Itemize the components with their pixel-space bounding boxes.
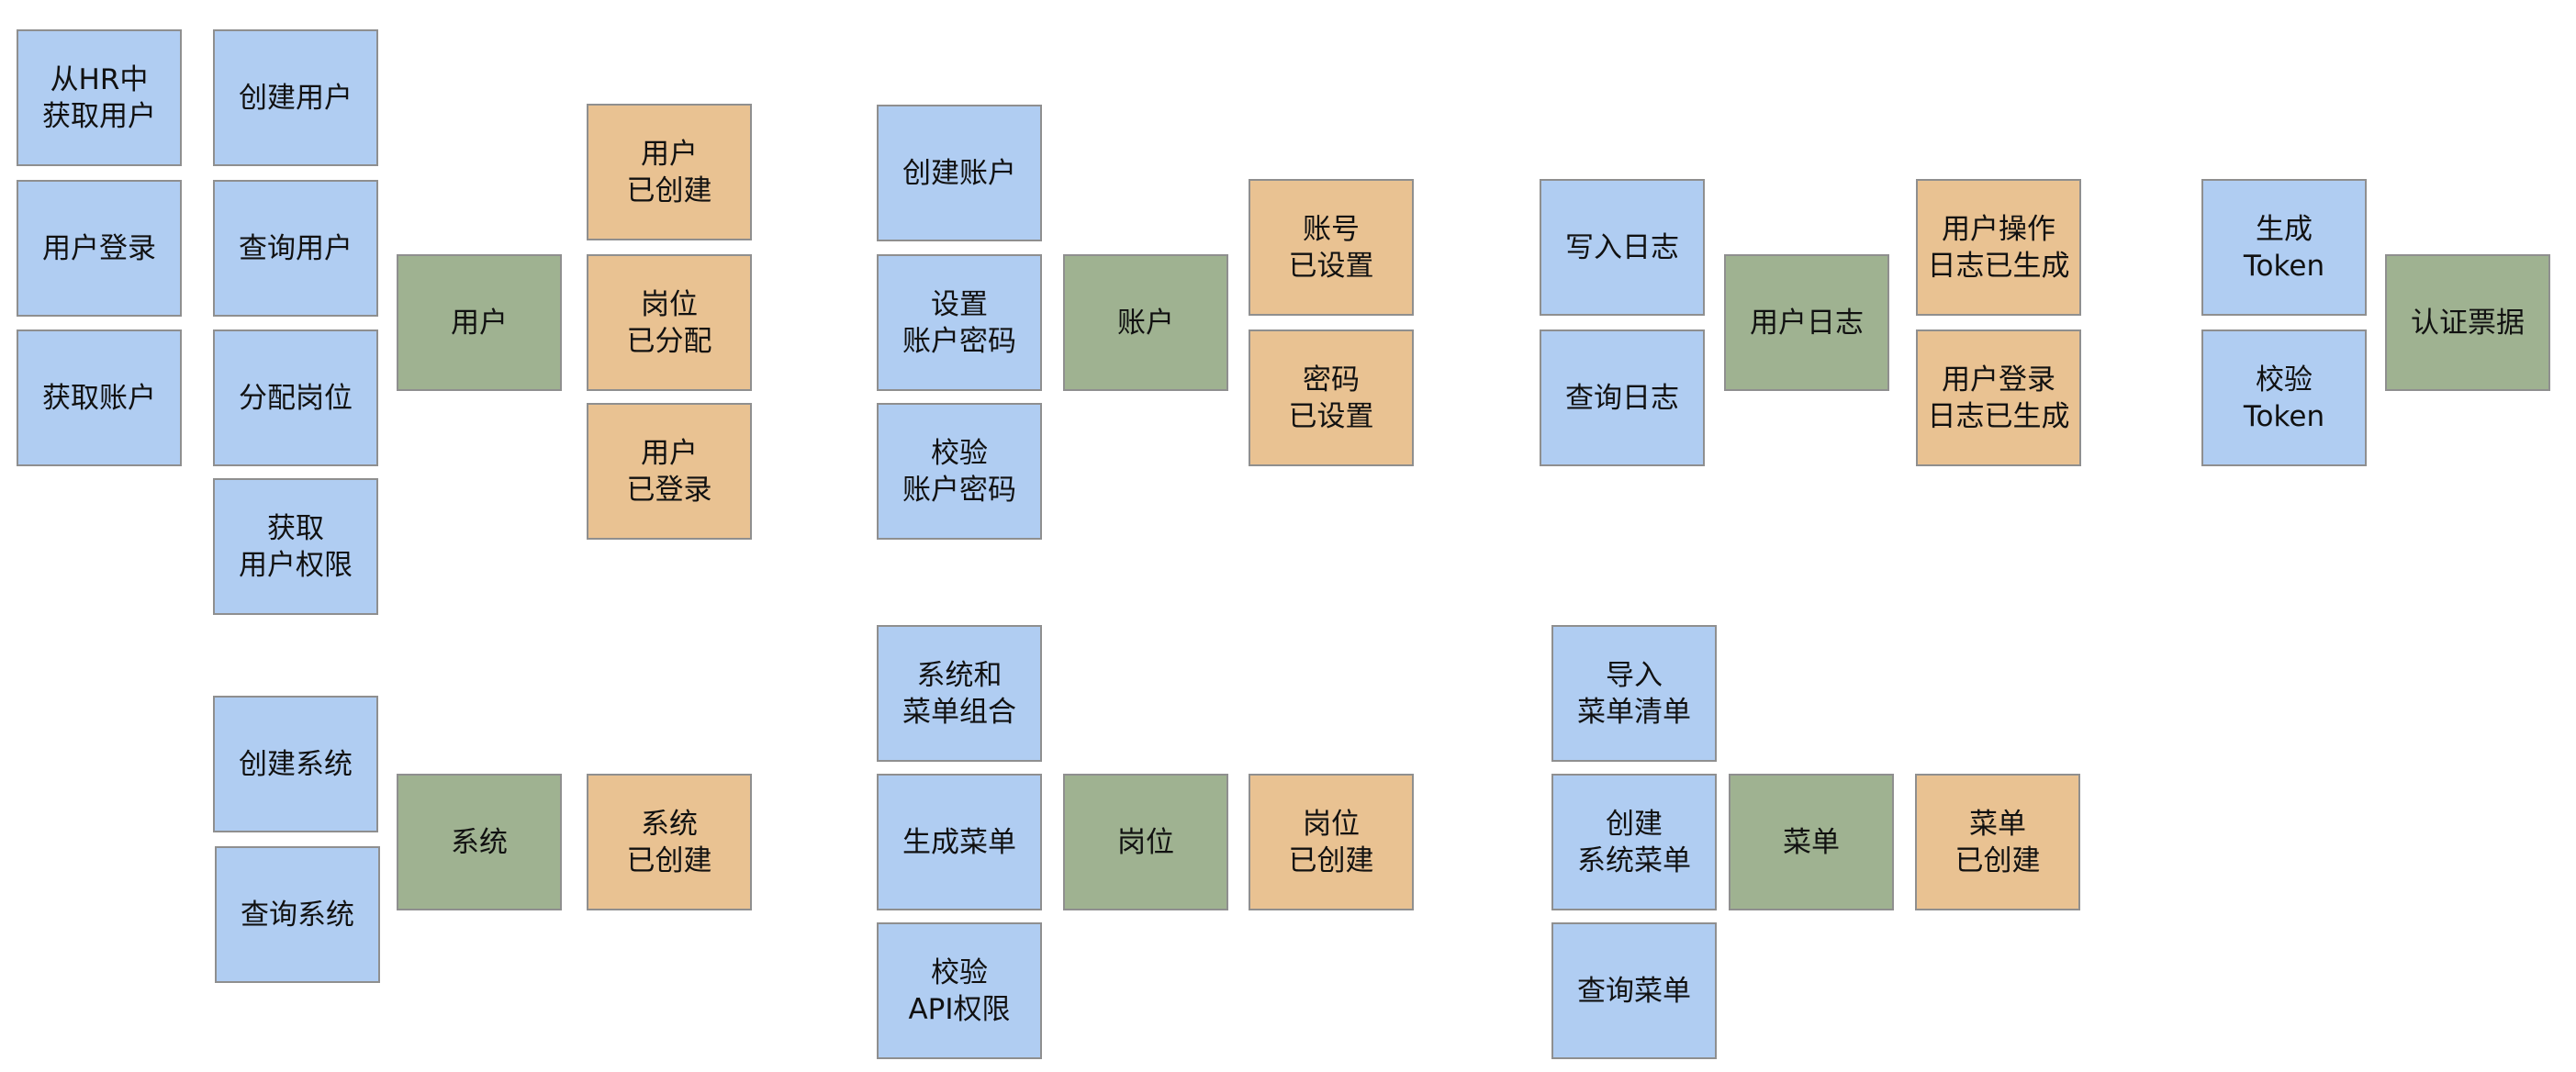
- aggregate-sticky: 账户: [1063, 254, 1228, 391]
- aggregate-sticky: 岗位: [1063, 774, 1228, 910]
- command-sticky: 校验 API权限: [877, 922, 1042, 1059]
- event-sticky: 菜单 已创建: [1915, 774, 2080, 910]
- command-sticky: 导入 菜单清单: [1551, 625, 1717, 762]
- command-sticky: 创建账户: [877, 105, 1042, 241]
- command-sticky: 创建用户: [213, 29, 378, 166]
- event-sticky: 用户操作 日志已生成: [1916, 179, 2081, 316]
- event-sticky: 账号 已设置: [1249, 179, 1414, 316]
- command-sticky: 创建 系统菜单: [1551, 774, 1717, 910]
- event-sticky: 岗位 已分配: [587, 254, 752, 391]
- event-sticky: 用户登录 日志已生成: [1916, 329, 2081, 466]
- command-sticky: 用户登录: [17, 180, 182, 317]
- command-sticky: 校验 Token: [2201, 329, 2367, 466]
- command-sticky: 从HR中 获取用户: [17, 29, 182, 166]
- event-sticky: 密码 已设置: [1249, 329, 1414, 466]
- command-sticky: 设置 账户密码: [877, 254, 1042, 391]
- command-sticky: 获取 用户权限: [213, 478, 378, 615]
- event-sticky: 岗位 已创建: [1249, 774, 1414, 910]
- command-sticky: 系统和 菜单组合: [877, 625, 1042, 762]
- event-sticky: 用户 已创建: [587, 104, 752, 240]
- aggregate-sticky: 认证票据: [2385, 254, 2550, 391]
- aggregate-sticky: 用户: [397, 254, 562, 391]
- event-sticky: 系统 已创建: [587, 774, 752, 910]
- command-sticky: 查询系统: [215, 846, 380, 983]
- aggregate-sticky: 用户日志: [1724, 254, 1889, 391]
- aggregate-sticky: 菜单: [1729, 774, 1894, 910]
- command-sticky: 分配岗位: [213, 329, 378, 466]
- command-sticky: 获取账户: [17, 329, 182, 466]
- command-sticky: 创建系统: [213, 696, 378, 832]
- command-sticky: 校验 账户密码: [877, 403, 1042, 540]
- command-sticky: 查询菜单: [1551, 922, 1717, 1059]
- command-sticky: 写入日志: [1540, 179, 1705, 316]
- command-sticky: 生成菜单: [877, 774, 1042, 910]
- aggregate-sticky: 系统: [397, 774, 562, 910]
- command-sticky: 生成 Token: [2201, 179, 2367, 316]
- event-sticky: 用户 已登录: [587, 403, 752, 540]
- command-sticky: 查询用户: [213, 180, 378, 317]
- command-sticky: 查询日志: [1540, 329, 1705, 466]
